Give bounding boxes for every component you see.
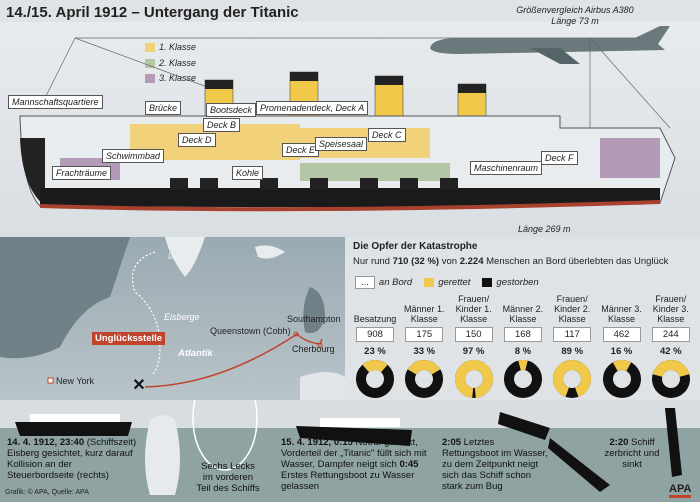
saved-percent: 16 % xyxy=(610,346,633,357)
label-deck-f: Deck F xyxy=(541,151,578,165)
group-label: Besatzung xyxy=(353,314,397,324)
airbus-caption: Größenvergleich Airbus A380 Länge 73 m xyxy=(470,5,680,27)
victim-group: Frauen/ Kinder 3. Klasse 244 42 % 58 % xyxy=(647,294,695,412)
saved-segment xyxy=(407,360,441,375)
victim-group: Frauen/ Kinder 1. Klasse 150 97 % 3 % xyxy=(450,294,498,412)
legend-class-1: 1. Klasse xyxy=(145,42,196,52)
label-deck-d: Deck D xyxy=(178,133,216,147)
survival-donut xyxy=(553,360,592,398)
timeline-step-2: Sechs Lecks im vorderen Teil des Schiffs xyxy=(196,461,260,494)
titanic-cross-section xyxy=(19,37,676,212)
label-speisesaal: Speisesaal xyxy=(315,137,368,151)
airbus-caption-line1: Größenvergleich Airbus A380 xyxy=(516,5,634,15)
onboard-count: 117 xyxy=(553,327,592,342)
victims-heading: Die Opfer der Katastrophe xyxy=(353,241,478,252)
legend-saved-swatch xyxy=(424,278,435,287)
sinking-sequence-illustration xyxy=(15,400,682,495)
legend-class-3: 3. Klasse xyxy=(145,73,196,83)
group-label: Frauen/ Kinder 1. Klasse xyxy=(455,294,492,324)
onboard-count: 150 xyxy=(454,327,493,342)
map-label-groenland: Grön- land xyxy=(168,242,192,261)
label-deck-b: Deck B xyxy=(203,118,241,132)
onboard-count: 244 xyxy=(651,327,690,342)
airbus-silhouette-icon xyxy=(430,26,670,64)
legend-onboard-box: ... xyxy=(355,276,375,289)
airbus-caption-line2: Länge 73 m xyxy=(551,16,599,26)
saved-percent: 97 % xyxy=(462,346,485,357)
saved-percent: 42 % xyxy=(659,346,682,357)
saved-segment xyxy=(454,360,493,398)
apa-logo: APA xyxy=(669,484,692,498)
victim-group: Männer 1. Klasse 175 33 % 67 % xyxy=(400,294,448,412)
label-maschinenraum: Maschinenraum xyxy=(470,161,543,175)
group-label: Männer 1. Klasse xyxy=(404,304,445,324)
legend-dead-swatch xyxy=(482,278,493,287)
victim-group: Frauen/ Kinder 2. Klasse 117 89 % 11 % xyxy=(548,294,596,412)
timeline-step-3: 15. 4. 1912, 0:15 Notruf gefunkt, Vorder… xyxy=(281,437,427,492)
saved-segment xyxy=(612,360,631,372)
ship-length: Länge 269 m xyxy=(518,224,571,234)
map-label-southampton: Southampton xyxy=(287,314,341,324)
map-label-new-york: New York xyxy=(56,376,95,386)
survival-donut xyxy=(602,360,641,398)
group-label: Männer 3. Klasse xyxy=(601,304,642,324)
survival-donut xyxy=(503,360,542,398)
saved-segment xyxy=(553,360,592,397)
label-kohle: Kohle xyxy=(232,166,264,180)
onboard-count: 462 xyxy=(602,327,641,342)
saved-percent: 8 % xyxy=(514,346,532,357)
timeline-step-5: 2:20 Schiff zerbricht und sinkt xyxy=(604,437,660,470)
map-label-cherbourg: Cherbourg xyxy=(292,344,335,354)
survival-donut xyxy=(356,360,394,398)
saved-segment xyxy=(362,360,388,373)
label-mannschaftsquartiere: Mannschaftsquartiere xyxy=(8,95,103,109)
victim-group: Besatzung 908 23 % 77 % xyxy=(351,294,399,412)
label-deck-c: Deck C xyxy=(368,128,406,142)
label-bruecke: Brücke xyxy=(145,101,182,115)
label-frachtraeume: Frachträume xyxy=(52,166,112,180)
onboard-count: 908 xyxy=(356,327,394,342)
new-york-marker-icon xyxy=(47,377,54,384)
label-schwimmbad: Schwimmbad xyxy=(102,149,165,163)
legend-saved: gerettet xyxy=(438,277,471,288)
victims-legend: ...an Bord gerettet gestorben xyxy=(355,276,539,289)
victims-subtitle: Nur rund 710 (32 %) von 2.224 Menschen a… xyxy=(353,256,669,267)
label-deck-e: Deck E xyxy=(282,143,320,157)
label-promenadendeck: Promenadendeck, Deck A xyxy=(256,101,369,115)
saved-percent: 23 % xyxy=(364,346,386,357)
victim-group: Männer 2. Klasse 168 8 % 92 % xyxy=(499,294,547,412)
group-label: Frauen/ Kinder 3. Klasse xyxy=(652,294,689,324)
timeline-step-4: 2:05 Letztes Rettungsboot im Wasser, zu … xyxy=(442,437,548,492)
legend-dead: gestorben xyxy=(496,277,539,288)
survival-donut xyxy=(454,360,493,398)
victim-group: Männer 3. Klasse 462 16 % 84 % xyxy=(598,294,646,412)
saved-segment xyxy=(652,360,690,378)
map-label-ungluecksstelle: Unglücksstelle xyxy=(92,332,166,345)
map-label-eisberge: Eisberge xyxy=(164,312,200,322)
credit: Grafik: © APA, Quelle: APA xyxy=(5,489,89,496)
map-land: ✕ xyxy=(0,237,345,400)
crash-site-x-icon: ✕ xyxy=(132,377,145,394)
group-label: Frauen/ Kinder 2. Klasse xyxy=(554,294,591,324)
route-map: ✕ Grön- land Eisberge Atlantik Unglückss… xyxy=(0,237,345,400)
survival-donut xyxy=(405,360,444,398)
group-label: Männer 2. Klasse xyxy=(502,304,544,324)
saved-percent: 89 % xyxy=(561,346,584,357)
label-bootsdeck: Bootsdeck xyxy=(206,103,257,117)
timeline-step-1: 14. 4. 1912, 23:40 (Schiffszeit) Eisberg… xyxy=(7,437,137,481)
page-title: 14./15. April 1912 – Untergang der Titan… xyxy=(6,4,299,21)
map-label-queenstown: Queenstown (Cobh) xyxy=(210,326,291,336)
onboard-count: 175 xyxy=(405,327,444,342)
legend-onboard: an Bord xyxy=(378,277,413,288)
map-label-atlantik: Atlantik xyxy=(178,348,213,359)
onboard-count: 168 xyxy=(503,327,542,342)
legend-class-2: 2. Klasse xyxy=(145,58,196,68)
survival-donut xyxy=(651,360,690,398)
saved-percent: 33 % xyxy=(413,346,436,357)
